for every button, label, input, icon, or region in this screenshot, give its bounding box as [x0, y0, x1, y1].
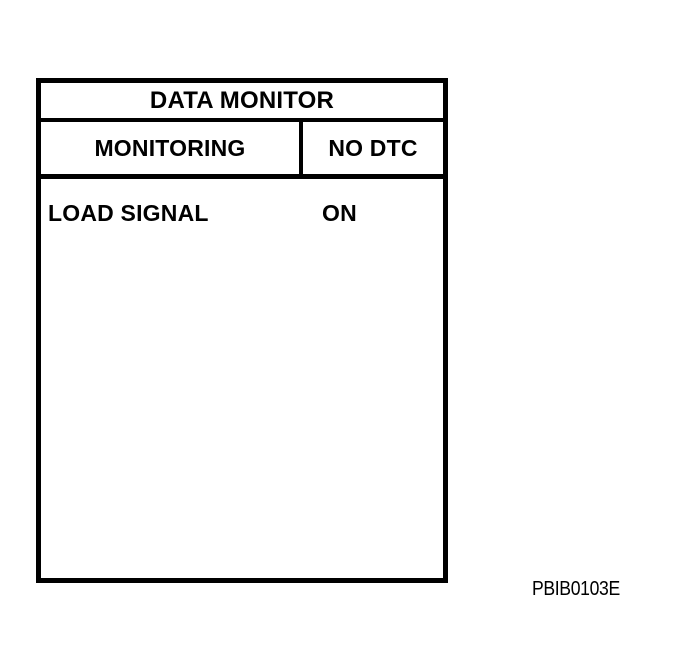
status-dtc-cell: NO DTC	[303, 122, 443, 174]
parameter-value: ON	[322, 199, 357, 226]
list-item: LOAD SIGNAL ON	[41, 196, 443, 230]
panel-status-row: MONITORING NO DTC	[41, 122, 443, 179]
status-badge-dtc: NO DTC	[328, 134, 418, 161]
parameter-list: LOAD SIGNAL ON	[41, 184, 443, 578]
parameter-label: LOAD SIGNAL	[48, 199, 209, 226]
page-title: DATA MONITOR	[149, 86, 335, 114]
data-monitor-panel: DATA MONITOR MONITORING NO DTC LOAD SIGN…	[36, 78, 448, 583]
panel-title-row: DATA MONITOR	[41, 83, 443, 122]
status-badge-monitoring: MONITORING	[94, 134, 246, 161]
status-mode-cell: MONITORING	[41, 122, 303, 174]
figure-reference-code: PBIB0103E	[532, 578, 620, 600]
